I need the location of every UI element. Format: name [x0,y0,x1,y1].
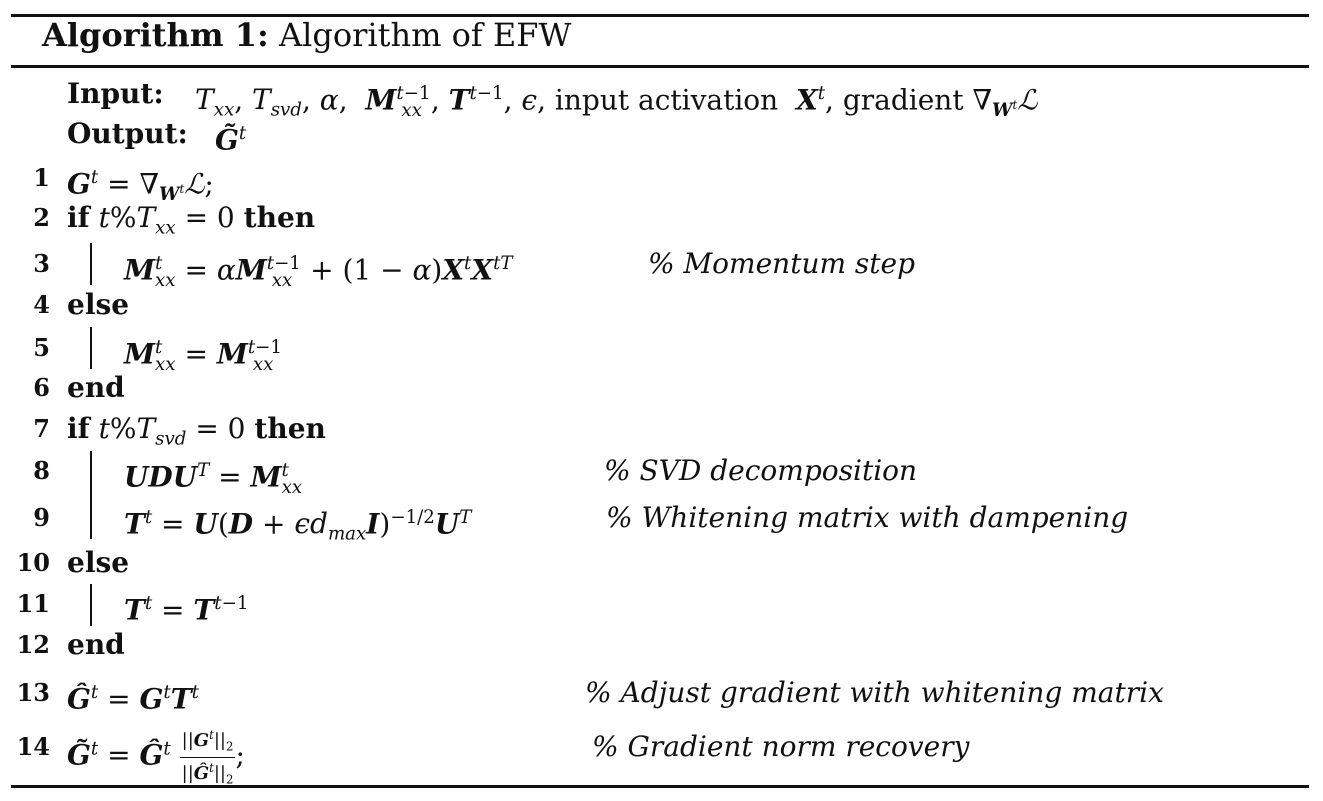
line-code: end [67,371,125,404]
line-number: 14 [16,732,50,761]
line-code: else [67,288,130,321]
line-code: Ĝt = GtTt [67,682,199,716]
algorithm-caption: Algorithm 1: Algorithm of EFW [42,16,571,54]
block-indent-bar [90,451,92,539]
line-number: 3 [33,249,50,278]
line-comment: % Momentum step [648,247,916,280]
line-code: if t%Tsvd = 0 then [67,412,326,450]
line-comment: % Adjust gradient with whitening matrix [585,676,1164,709]
line-number: 1 [33,163,50,192]
block-indent-bar [90,584,92,626]
algorithm-label: Algorithm 1: [42,16,269,54]
line-code: G̃t = Ĝt ||Gt||2 ||Ĝt||2 ; [67,725,245,789]
output-label: Output: [67,117,188,150]
line-number: 4 [33,290,50,319]
algorithm-name: Algorithm of EFW [279,16,572,54]
block-indent-bar [90,243,92,285]
line-code: else [67,546,130,579]
line-code: Mtxx = Mt−1xx [124,337,282,375]
line-number: 6 [33,373,50,402]
block-indent-bar [90,327,92,369]
line-number: 9 [33,503,50,532]
line-comment: % Gradient norm recovery [592,730,970,763]
line-code: Tt = U(D + ϵdmaxI)−1/2UT [124,507,472,545]
header-rule [11,65,1309,68]
line-number: 11 [16,589,50,618]
line-number: 12 [16,630,50,659]
top-rule [11,14,1309,17]
output-text: G̃t [215,123,247,157]
line-code: Tt = Tt−1 [124,593,249,627]
bottom-rule [11,785,1309,788]
line-code: end [67,628,125,661]
line-number: 7 [33,414,50,443]
input-text: Txx, Tsvd, α, Mt−1xx , Tt−1, ϵ, input ac… [195,83,1038,121]
line-code: Gt = ∇Wtℒ; [67,167,214,205]
input-label: Input: [67,77,164,110]
line-comment: % SVD decomposition [604,454,918,487]
line-number: 2 [33,203,50,232]
line-code: UDUT = Mtxx [124,460,303,498]
line-comment: % Whitening matrix with dampening [606,501,1129,534]
line-number: 8 [33,456,50,485]
line-number: 13 [16,678,50,707]
line-number: 10 [16,548,50,577]
line-number: 5 [33,333,50,362]
line-code: Mtxx = αMt−1xx + (1 − α)XtXtT [124,253,513,291]
line-code: if t%Txx = 0 then [67,201,316,239]
